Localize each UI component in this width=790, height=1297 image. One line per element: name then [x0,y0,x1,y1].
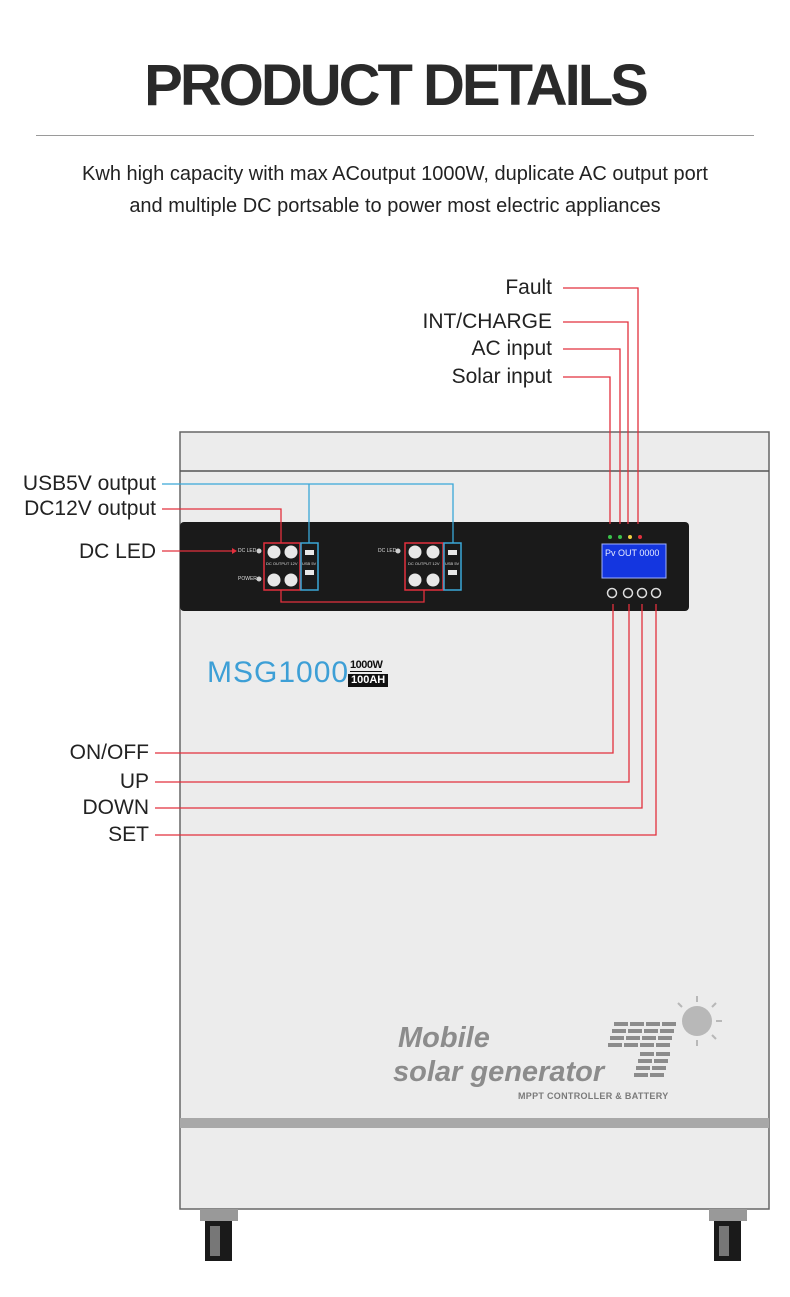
logo-tagline: MPPT CONTROLLER & BATTERY [518,1091,669,1101]
callout-up: UP [119,770,149,793]
logo-line-2: solar generator [393,1056,605,1088]
ac-input-led [618,535,622,539]
dc-led-small-label-2: DC LED [378,548,397,554]
capacity-rating: 100AH [348,674,389,687]
solar-input-led [608,535,612,539]
subtitle-line-2: and multiple DC portsable to power most … [129,195,661,217]
page-subtitle: Kwh high capacity with max ACoutput 1000… [20,158,770,222]
model-name: MSG1000 [207,656,350,689]
right-wheel [709,1209,747,1261]
callout-usb5v-output: USB5V output [22,472,156,495]
page-title: PRODUCT DETAILS [144,53,649,118]
solar-logo-icon [608,996,722,1077]
subtitle-line-1: Kwh high capacity with max ACoutput 1000… [82,163,708,185]
left-wheel [200,1209,238,1261]
up-button [622,587,634,599]
callout-dc12v-output: DC12V output [24,497,156,520]
dc-led-indicator-2 [395,548,401,554]
set-button [650,587,662,599]
callout-down: DOWN [82,796,150,819]
int-charge-led [628,535,632,539]
logo-line-1: Mobile [398,1022,490,1054]
power-rating: 1000W [350,659,383,672]
control-panel [180,522,689,611]
callout-int-charge: INT/CHARGE [422,310,552,333]
callout-on-off: ON/OFF [69,741,149,764]
dc-led-small-label: DC LED [238,548,257,554]
callout-fault: Fault [505,276,552,299]
lcd-screen [601,543,667,579]
callout-line-usb [162,483,454,543]
lcd-readout: Pv OUT 0000 [605,548,660,558]
on-off-button [606,587,618,599]
callout-ac-input: AC input [471,337,552,360]
usb-small-label-2: USB 5V [445,561,460,566]
usb-small-label: USB 5V [302,561,317,566]
callout-lines-status [563,287,639,524]
callout-lines-buttons [155,604,657,836]
title-divider [36,135,754,136]
dc-output-small-label: DC OUTPUT 12V [266,561,298,566]
callout-dc-led: DC LED [78,540,156,563]
callout-set: SET [108,823,149,846]
fault-led [638,535,642,539]
dc-led-indicator [256,548,262,554]
down-button [636,587,648,599]
dc-output-small-label-2: DC OUTPUT 12V [408,561,440,566]
callout-solar-input: Solar input [451,365,552,388]
callout-line-dc12v [162,508,425,603]
cabinet-bottom-band [180,1118,769,1128]
power-indicator [256,576,262,582]
callout-line-dc-led [162,548,237,554]
power-small-label: POWER [238,576,257,582]
